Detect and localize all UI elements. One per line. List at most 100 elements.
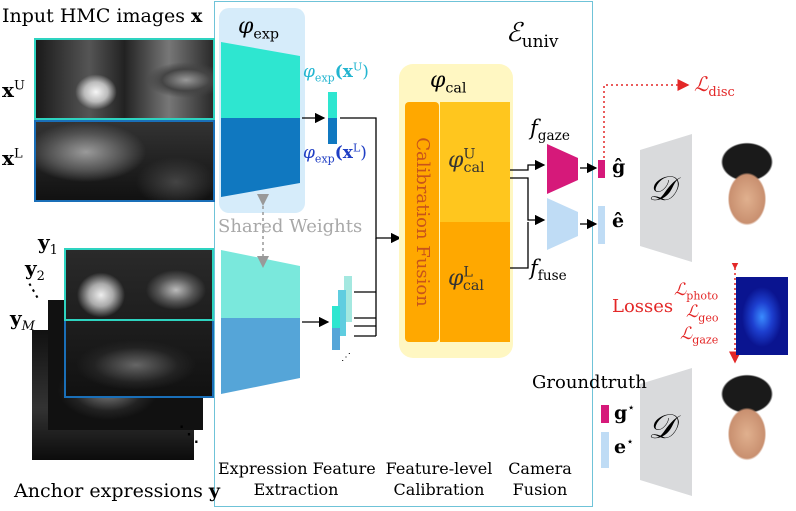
phi-exp-xU-phi: φ xyxy=(303,62,315,82)
caption-feature-line2: Calibration xyxy=(393,480,485,499)
cal-to-fuse-line-u xyxy=(510,177,546,226)
g-star-label: g⋆ xyxy=(614,400,636,424)
e-hat-label: ê xyxy=(612,210,625,232)
phi-exp-xU-sub: exp xyxy=(314,71,335,85)
phi-exp-xU-label: φexp(xU) xyxy=(303,61,369,85)
anchor-y1-sub: 1 xyxy=(49,243,58,258)
E-univ-sub: univ xyxy=(521,31,559,52)
row-upper-x: x xyxy=(2,78,14,102)
f-gaze-label: fgaze xyxy=(530,116,570,144)
anchor-ddots: ⋱ xyxy=(178,422,200,447)
phi-cal-sub: cal xyxy=(445,80,467,97)
input-title: Input HMC images x xyxy=(2,7,202,26)
L-geo-sub: geo xyxy=(698,311,719,325)
L-gaze-sub: gaze xyxy=(692,333,719,347)
phi-exp-symbol: φ xyxy=(238,14,254,39)
phi-cal-L-sub: cal xyxy=(462,278,485,295)
g-star-bar xyxy=(601,405,609,423)
input-image-lower xyxy=(34,120,215,202)
rendered-face-top xyxy=(705,137,788,263)
L-gaze-label: ℒgaze xyxy=(680,324,719,347)
phi-cal-U-sub: cal xyxy=(463,160,485,177)
f-gaze-head xyxy=(547,144,578,194)
g-hat-bar xyxy=(598,160,605,178)
row-lower-x: x xyxy=(2,146,14,170)
phi-exp-encoder-upper xyxy=(221,42,300,118)
phi-exp-xU-arg: (x xyxy=(334,62,353,82)
phi-exp-encoder-lower xyxy=(221,118,300,197)
row-lower-sup: L xyxy=(13,146,23,162)
g-hat-label: ĝ xyxy=(612,156,626,178)
anchor-yM-sub: M xyxy=(21,319,35,334)
shared-encoder-upper xyxy=(221,250,300,318)
anchor-y2-symbol: y xyxy=(25,256,37,280)
phi-cal-lower-block xyxy=(440,222,510,342)
calibration-fusion-block xyxy=(405,102,439,342)
E-univ-label: ℰuniv xyxy=(506,18,558,50)
losses-label: Losses xyxy=(612,296,674,317)
L-disc-sub: disc xyxy=(708,85,735,100)
anchor-feature-2 xyxy=(338,290,346,336)
D-bottom-label: 𝒟 xyxy=(648,407,676,447)
anchor-y1-symbol: y xyxy=(38,230,50,254)
caption-camera-line1: Camera xyxy=(508,459,572,478)
input-image-upper xyxy=(34,38,215,120)
decoder-top xyxy=(640,134,692,262)
caption-camera-line2: Fusion xyxy=(512,480,568,499)
encoder-frame xyxy=(214,1,593,507)
D-top-label: 𝒟 xyxy=(648,169,676,209)
caption-feature-line1: Feature-level xyxy=(385,459,493,478)
anchor-upper-highlight xyxy=(64,248,214,321)
anchor-yM-symbol: y xyxy=(10,306,22,330)
L-gaze-symbol: ℒ xyxy=(680,324,693,344)
anchor-title-text: Anchor expressions xyxy=(14,480,203,502)
anchor-y1-label: y1 xyxy=(38,230,58,257)
phi-exp-xU-close: ) xyxy=(362,62,369,82)
feature-bar-upper xyxy=(328,92,337,118)
e-star-symbol: e xyxy=(614,436,627,458)
phi-cal-label: φcal xyxy=(430,68,467,96)
shared-weights-label: Shared Weights xyxy=(218,216,363,237)
phi-exp-xL-label: φexp(xL) xyxy=(303,142,367,164)
phi-exp-sub: exp xyxy=(253,26,280,43)
route-line-x xyxy=(340,117,402,244)
L-geo-label: ℒgeo xyxy=(686,304,719,325)
calibration-fusion-label: Calibration Fusion xyxy=(412,137,433,307)
phi-exp-xL-close: ) xyxy=(360,143,367,163)
anchor-image-y1 xyxy=(64,248,214,398)
anchor-feature-1a xyxy=(332,306,340,328)
caption-expression-line1: Expression Feature xyxy=(218,459,376,478)
anchor-feature-dots: ⋰ xyxy=(341,352,351,363)
error-heatmap xyxy=(736,277,788,355)
E-univ-symbol: ℰ xyxy=(506,18,522,48)
groundtruth-face xyxy=(705,368,788,496)
phi-exp-xU-sup: U xyxy=(352,60,363,74)
groundtruth-label: Groundtruth xyxy=(532,372,647,393)
phi-cal-upper-block xyxy=(440,102,510,222)
caption-feature: Feature-level Calibration xyxy=(380,461,498,498)
caption-expression: Expression Feature Extraction xyxy=(218,459,376,499)
phi-exp-label: φexp xyxy=(238,14,279,42)
anchor-feature-3 xyxy=(344,276,352,322)
caption-expression-line2: Extraction xyxy=(253,480,339,499)
row-upper-label: xU xyxy=(2,78,25,102)
L-photo-label: ℒphoto xyxy=(674,282,719,303)
e-star-sup: ⋆ xyxy=(626,434,634,449)
phi-cal-symbol: φ xyxy=(430,68,446,93)
f-gaze-symbol: f xyxy=(530,116,538,140)
anchor-title: Anchor expressions y xyxy=(14,482,220,501)
e-star-label: e⋆ xyxy=(614,434,634,458)
feature-bar-lower xyxy=(328,118,337,144)
g-star-symbol: g xyxy=(614,402,628,424)
f-fuse-symbol: f xyxy=(530,256,538,280)
f-fuse-sub: fuse xyxy=(537,268,567,285)
caption-camera: Camera Fusion xyxy=(504,461,576,498)
phi-exp-xL-sup: L xyxy=(352,141,361,155)
L-disc-symbol: ℒ xyxy=(694,72,709,96)
g-star-sup: ⋆ xyxy=(627,400,636,415)
shared-encoder-lower xyxy=(221,318,300,394)
L-photo-sub: photo xyxy=(686,289,719,303)
cal-to-fuse-line-l xyxy=(510,222,529,269)
row-upper-sup: U xyxy=(13,78,25,94)
